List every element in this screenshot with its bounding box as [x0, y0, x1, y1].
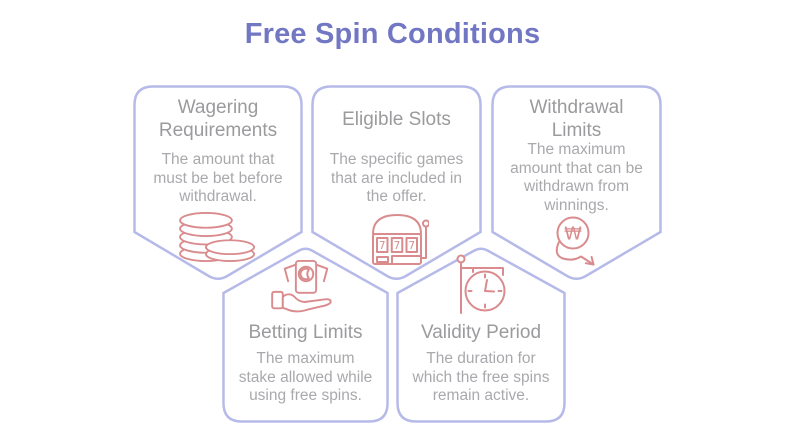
- page-title: Free Spin Conditions: [244, 18, 541, 50]
- svg-text:7: 7: [393, 240, 400, 252]
- card-description: The duration for which the free spins re…: [412, 350, 550, 404]
- card-outline: [311, 85, 482, 280]
- card-outline: [133, 85, 303, 280]
- card-wagering-requirements: Wagering Requirements The amount that mu…: [133, 85, 303, 282]
- hand-holding-cards-icon: [270, 259, 332, 313]
- hanging-clock-icon: [456, 254, 506, 314]
- won-currency-arrow-icon: ₩: [555, 216, 594, 266]
- card-outline: [396, 247, 566, 423]
- card-title: Wagering Requirements: [158, 97, 278, 141]
- card-title: Validity Period: [420, 321, 542, 343]
- slot-machine-icon: 7 7 7: [371, 214, 429, 265]
- card-description: The specific games that are included in …: [329, 151, 464, 205]
- card-title: Eligible Slots: [342, 108, 451, 130]
- card-title: Withdrawal Limits: [529, 97, 624, 141]
- card-eligible-slots: Eligible Slots The specific games that a…: [311, 85, 482, 282]
- card-outline: [222, 247, 389, 423]
- card-description: The amount that must be bet before withd…: [153, 151, 283, 205]
- card-description: The maximum amount that can be withdrawn…: [510, 141, 643, 214]
- card-outline: [491, 85, 662, 280]
- card-description: The maximum stake allowed while using fr…: [238, 350, 373, 404]
- coins-icon: [179, 212, 256, 262]
- card-withdrawal-limits: Withdrawal Limits The maximum amount tha…: [491, 85, 662, 282]
- card-betting-limits: Betting Limits The maximum stake allowed…: [222, 246, 389, 423]
- svg-text:7: 7: [378, 240, 385, 252]
- card-title: Betting Limits: [248, 321, 363, 343]
- svg-text:₩: ₩: [564, 224, 582, 245]
- svg-text:7: 7: [408, 240, 415, 252]
- card-validity-period: Validity Period The duration for which t…: [396, 246, 566, 423]
